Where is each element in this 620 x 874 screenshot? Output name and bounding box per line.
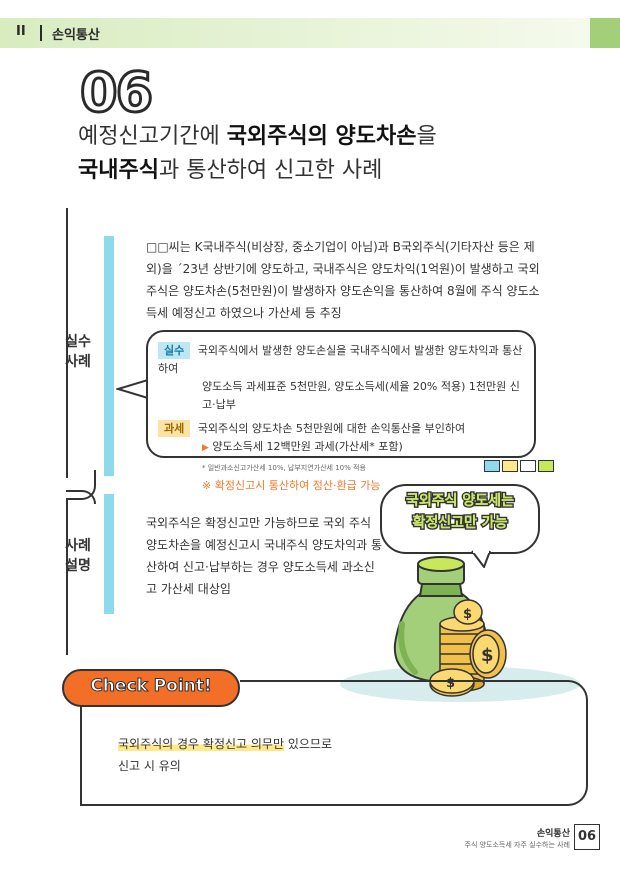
speech-tail — [116, 379, 148, 399]
chip — [538, 460, 554, 472]
tax-accent: ※ 확정신고시 통산하여 정산·환급 가능 — [202, 479, 381, 492]
timeline-line — [66, 208, 68, 478]
page-number: 06 — [574, 824, 600, 850]
triangle-right-icon: ▶ — [202, 443, 209, 453]
checkpoint-badge — [62, 669, 240, 707]
tax-row-2: ▶ 양도소득세 12백만원 과세(가산세* 포함) — [202, 440, 403, 453]
section-title: 손익통산 — [52, 28, 100, 43]
bubble-text-outline: 국외주식 양도세는 확정신고만 가능 — [405, 492, 516, 533]
bubble-text: 국외주식 양도세는 확정신고만 가능 — [406, 493, 514, 531]
checkpoint-label: Check Point! — [90, 676, 212, 697]
chip — [502, 460, 518, 472]
color-chips — [484, 460, 554, 472]
title-tail-2: 과 통산하여 신고한 사례 — [158, 158, 383, 183]
explanation-text: 국외주식은 확정신고만 가능하므로 국외 주식 양도차손을 예정신고시 국내주식… — [146, 516, 383, 596]
svg-text:$: $ — [446, 676, 455, 691]
case-title: 예정신고기간에 국외주식의 양도차손을 국내주식과 통산하여 신고한 사례 — [78, 120, 598, 188]
speech-bubble — [380, 484, 540, 554]
timeline-line — [66, 500, 68, 655]
header-bar — [0, 18, 620, 48]
title-bold-1: 국외주식의 양도차손 — [226, 124, 417, 149]
mistake-tag: 실수 — [158, 342, 191, 359]
money-bag-illustration: $ $ $ — [340, 556, 580, 702]
header-accent — [590, 18, 620, 48]
timeline-curve — [66, 470, 96, 500]
tax-note: * 일반과소신고가산세 10%, 납부지연가산세 10% 적용 — [202, 464, 366, 472]
chip — [484, 460, 500, 472]
checkpoint-frame-top — [240, 680, 588, 700]
checkpoint-frame-left — [80, 700, 82, 805]
title-tail-1: 을 — [416, 124, 437, 149]
checkpoint-frame — [80, 700, 588, 806]
tax-row: 과세 국외주식의 양도차손 5천만원에 대한 손익통산을 부인하여 — [158, 420, 528, 438]
footer-title: 손익통산 — [536, 829, 570, 839]
svg-text:$: $ — [463, 607, 472, 622]
example-detail-box: 실수 국외주식에서 발생한 양도손실을 국내주식에서 발생한 양도차익과 통산하… — [146, 330, 536, 492]
part-number: II — [16, 24, 26, 39]
timeline-accent-bar — [104, 236, 114, 476]
checkpoint-highlight: 국외주식의 경우 확정신고 의무만 — [118, 737, 285, 751]
footer-subtitle: 주식 양도소득세 자주 실수하는 사례 — [464, 841, 571, 849]
checkpoint-text: 국외주식의 경우 확정신고 의무만 있으므로 신고 시 유의 — [118, 737, 332, 773]
example-label: 실수 사례 — [65, 334, 91, 370]
svg-text:$: $ — [481, 645, 494, 666]
mistake-row: 실수 국외주식에서 발생한 양도손실을 국내주식에서 발생한 양도차익과 통산하… — [158, 342, 523, 375]
bubble-tail — [471, 550, 491, 568]
title-bold-2: 국내주식 — [78, 158, 159, 183]
header-divider — [40, 25, 42, 41]
mistake-row-2: 양도소득 과세표준 5천만원, 양도소득세(세율 20% 적용) 1천만원 신고… — [202, 380, 520, 411]
case-number: 06 — [78, 61, 154, 124]
timeline-accent-bar — [104, 494, 114, 614]
chip — [520, 460, 536, 472]
tax-tag: 과세 — [158, 420, 191, 437]
example-description: □□씨는 K국내주식(비상장, 중소기업이 아님)과 B국외주식(기타자산 등은… — [146, 240, 540, 320]
explanation-label: 사례 설명 — [65, 538, 91, 574]
title-plain: 예정신고기간에 — [78, 124, 227, 149]
